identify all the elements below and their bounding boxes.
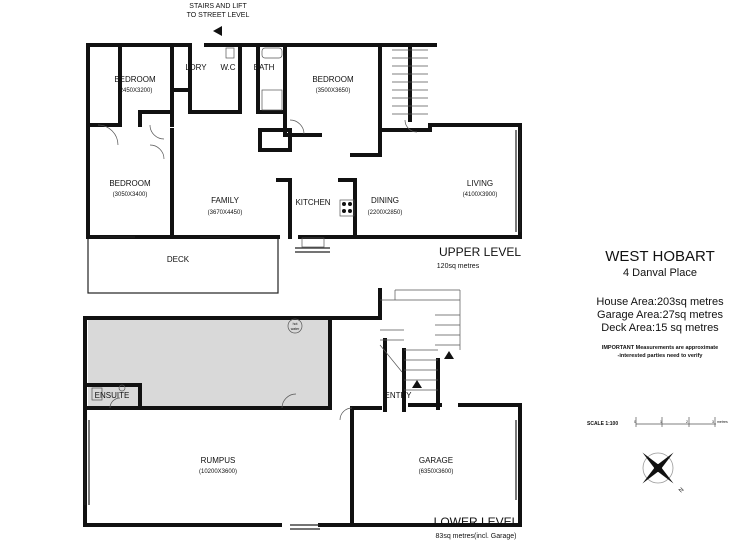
room-laundry: LDRY bbox=[185, 63, 207, 72]
address: 4 Danval Place bbox=[623, 267, 697, 279]
room-rumpus: RUMPUS bbox=[201, 456, 236, 465]
room-dining-dims: (2200X2850) bbox=[368, 210, 403, 216]
room-bedroom-3: BEDROOM bbox=[109, 179, 151, 188]
hot-water-unit bbox=[287, 318, 303, 334]
room-deck: DECK bbox=[167, 255, 190, 264]
deck-area: Deck Area:15 sq metres bbox=[601, 322, 719, 334]
room-bedroom-2: BEDROOM bbox=[312, 75, 354, 84]
cooktop bbox=[339, 199, 355, 217]
room-family: FAMILY bbox=[211, 196, 240, 205]
room-bedroom-2-dims: (3500X3650) bbox=[316, 88, 351, 94]
deck-outline bbox=[87, 236, 279, 294]
north-label: N bbox=[678, 487, 685, 494]
hot-water-label-2: water bbox=[291, 327, 300, 331]
scale-tick-0: 0 bbox=[634, 420, 636, 424]
disclaimer-line1: IMPORTANT Measurements are approximate bbox=[602, 345, 718, 351]
unexcavated-area bbox=[88, 318, 330, 408]
scale-tick-1: 1 bbox=[660, 420, 662, 424]
room-bedroom-1-dims: (2450X3200) bbox=[118, 88, 153, 94]
room-bath: BATH bbox=[254, 63, 275, 72]
room-garage: GARAGE bbox=[419, 456, 453, 465]
garage-area: Garage Area:27sq metres bbox=[597, 309, 723, 321]
upper-level-area: 120sq metres bbox=[437, 263, 480, 270]
room-wc: W.C bbox=[220, 63, 235, 72]
house-area: House Area:203sq metres bbox=[596, 296, 724, 308]
scale-unit: metres bbox=[717, 420, 728, 424]
scale-tick-3: 3 bbox=[712, 420, 714, 424]
lower-level-plan: hot water ENSUITE ENTRY RUMPUS (10200X36… bbox=[83, 288, 522, 530]
room-bedroom-1: BEDROOM bbox=[114, 75, 156, 84]
room-kitchen: KITCHEN bbox=[295, 198, 330, 207]
north-arrow-icon bbox=[642, 452, 674, 484]
room-bedroom-3-dims: (3050X3400) bbox=[113, 192, 148, 198]
room-entry: ENTRY bbox=[385, 391, 413, 400]
lower-level-area: 83sq metres(incl. Garage) bbox=[436, 533, 517, 540]
room-living: LIVING bbox=[467, 179, 493, 188]
upper-level-title: UPPER LEVEL bbox=[439, 245, 521, 259]
suburb-title: WEST HOBART bbox=[605, 248, 714, 265]
lower-level-title: LOWER LEVEL bbox=[434, 515, 519, 529]
stair-up-arrow-icon bbox=[412, 380, 422, 388]
hot-water-label: hot bbox=[293, 322, 298, 326]
room-garage-dims: (6350X3600) bbox=[419, 469, 454, 475]
room-ensuite: ENSUITE bbox=[95, 391, 130, 400]
room-rumpus-dims: (10200X3600) bbox=[199, 469, 237, 475]
room-family-dims: (3670X4450) bbox=[208, 210, 243, 216]
upper-level-plan: BEDROOM (2450X3200) LDRY W.C BATH BEDROO… bbox=[86, 43, 522, 294]
property-info: WEST HOBART 4 Danval Place House Area:20… bbox=[596, 248, 724, 359]
disclaimer-line2: -interested parties need to verify bbox=[618, 353, 704, 359]
room-dining: DINING bbox=[371, 196, 399, 205]
stair-up-arrow-icon bbox=[444, 351, 454, 359]
scale-tick-2: 2 bbox=[686, 420, 688, 424]
access-note-line1: STAIRS AND LIFT bbox=[189, 3, 247, 10]
scale-label: SCALE 1:100 bbox=[587, 421, 618, 427]
access-note-line2: TO STREET LEVEL bbox=[187, 12, 250, 19]
access-arrow-icon bbox=[213, 26, 222, 36]
scale-bar: SCALE 1:100 0 1 2 3 metres bbox=[587, 417, 728, 427]
room-living-dims: (4100X3900) bbox=[463, 192, 498, 198]
